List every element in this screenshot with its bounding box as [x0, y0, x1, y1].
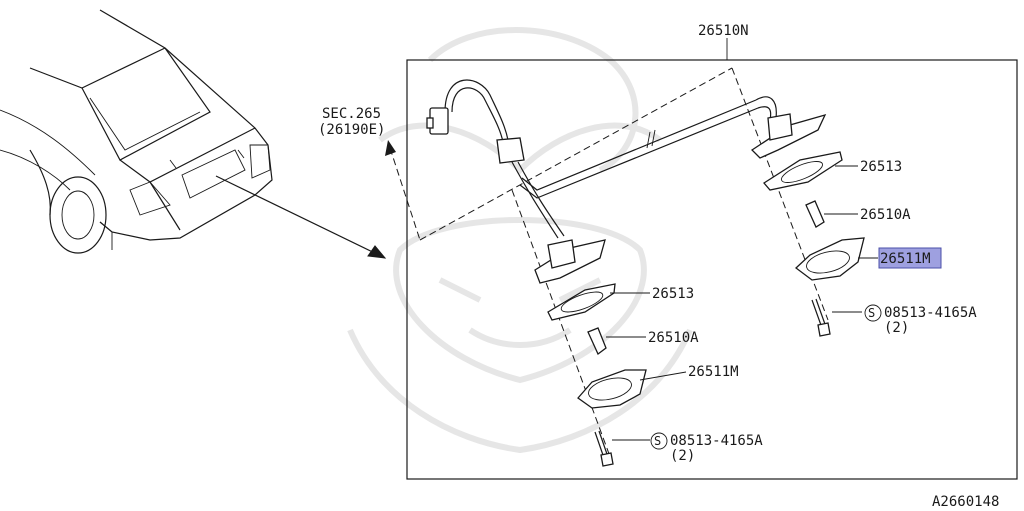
label-bulb-right: 26510A — [860, 207, 911, 223]
watermark-emblem — [347, 27, 693, 454]
label-screw-left: 08513-4165A — [670, 433, 763, 449]
label-gasket-left: 26513 — [652, 286, 694, 302]
label-harness: 26510N — [698, 23, 749, 39]
lamp-lens-right — [794, 237, 865, 281]
sec-ref-line1: SEC.265 — [322, 106, 381, 122]
screw-symbol-right — [864, 304, 882, 322]
label-gasket-right: 26513 — [860, 159, 902, 175]
screw-symbol-left-text: S — [654, 434, 661, 448]
sec-ref-arrow — [385, 140, 421, 241]
screw-symbol-left — [650, 432, 668, 450]
car-rear-illustration — [0, 9, 387, 259]
label-lamp-right: 26511M — [880, 251, 931, 267]
diagram-frame — [406, 59, 1018, 480]
wiring-harness — [426, 79, 827, 284]
highlight-lamp-right — [878, 247, 942, 269]
sec-ref-line2: (26190E) — [318, 122, 385, 138]
leader-lines — [606, 38, 878, 441]
gasket-right — [763, 151, 843, 191]
diagram-code: A2660148 — [932, 494, 999, 510]
lamp-lens-left — [577, 369, 647, 409]
screw-symbol-right-text: S — [868, 306, 875, 320]
label-screw-right-qty: (2) — [884, 320, 909, 336]
label-bulb-left: 26510A — [648, 330, 699, 346]
bulb-left — [587, 327, 607, 356]
label-lamp-left: 26511M — [688, 364, 739, 380]
screw-right — [811, 298, 831, 337]
label-screw-right: 08513-4165A — [884, 305, 977, 321]
screw-left — [594, 430, 614, 467]
bulb-right — [805, 200, 825, 228]
label-screw-left-qty: (2) — [670, 448, 695, 464]
